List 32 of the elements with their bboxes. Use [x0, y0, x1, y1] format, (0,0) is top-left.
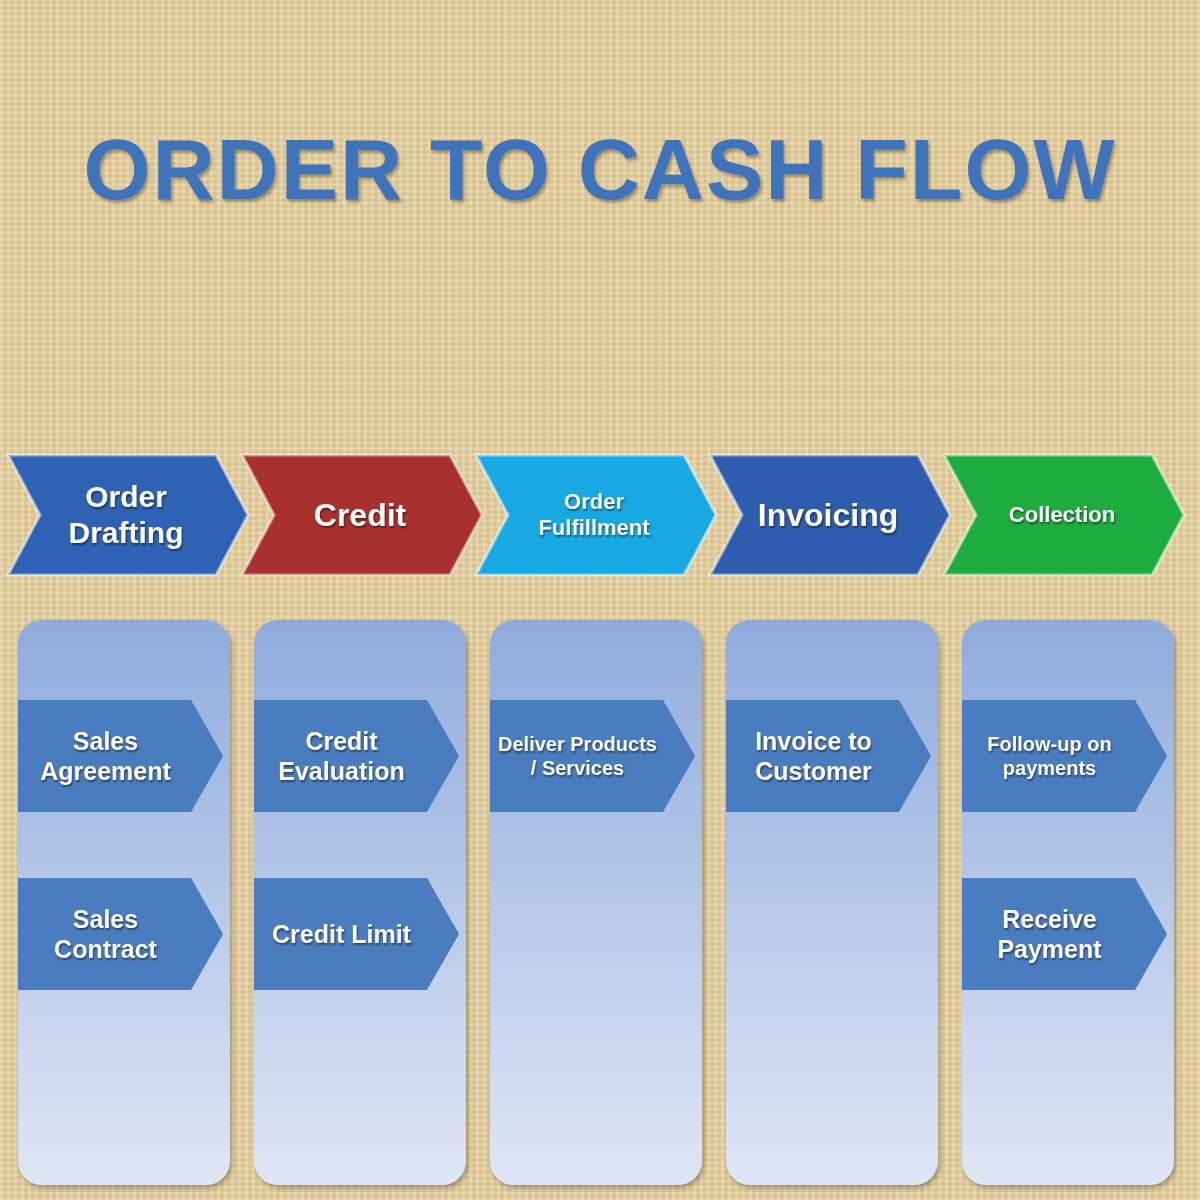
process-stage-banner	[476, 455, 716, 575]
process-stage-banner	[944, 455, 1184, 575]
task-step-banner	[962, 700, 1167, 812]
task-step-banner	[490, 700, 695, 812]
task-step-banner	[254, 700, 459, 812]
process-stage-banner	[242, 455, 482, 575]
column-panel	[962, 620, 1174, 1185]
title: ORDER TO CASH FLOW	[82, 120, 1118, 219]
task-label: Credit Limit	[272, 919, 411, 949]
task-label: Follow-up on payments	[986, 732, 1113, 780]
column-panel	[490, 620, 702, 1185]
task-label: Credit Evaluation	[277, 726, 406, 786]
task-label: Deliver Products / Services	[497, 732, 658, 780]
task-step-banner	[254, 878, 459, 990]
column-panel	[726, 620, 938, 1185]
column-panel	[254, 620, 466, 1185]
process-stage-banner	[8, 455, 248, 575]
step-label: Invoicing	[757, 495, 899, 535]
column-panel	[18, 620, 230, 1185]
task-step-banner	[726, 700, 931, 812]
task-label: Sales Contract	[53, 904, 158, 964]
step-label: Credit	[313, 495, 407, 535]
task-label: Sales Agreement	[39, 726, 172, 786]
step-label: Collection	[1008, 501, 1116, 529]
step-label: Order Fulfillment	[537, 488, 651, 542]
step-label: Order Drafting	[67, 479, 185, 551]
task-label: Invoice to Customer	[754, 726, 873, 786]
process-stage-banner	[710, 455, 950, 575]
task-label: Receive Payment	[996, 904, 1103, 964]
task-step-banner	[962, 878, 1167, 990]
task-step-banner	[18, 878, 223, 990]
task-step-banner	[18, 700, 223, 812]
